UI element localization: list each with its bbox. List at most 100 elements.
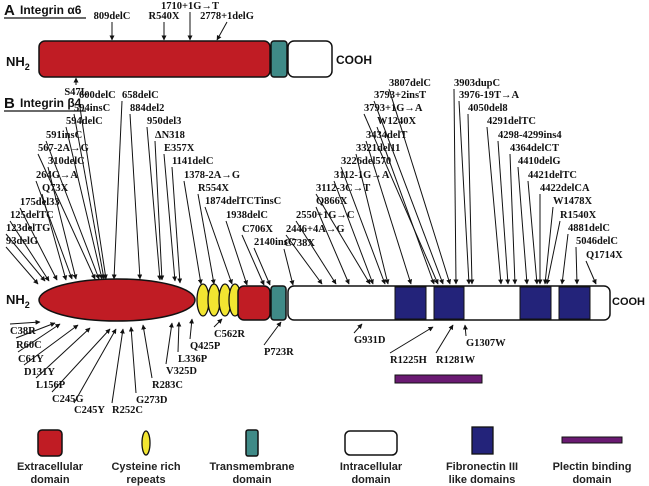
b4-mutation-above-22-label: C706X bbox=[242, 224, 273, 235]
legend-intracellular-line1: Intracellular bbox=[340, 461, 403, 473]
b4-mutation-above-12-arrow bbox=[111, 100, 123, 280]
b4-mutation-below-12-label: Q425P bbox=[190, 341, 221, 352]
cysteine-repeat-1 bbox=[196, 283, 210, 317]
b4-mutation-above-14-arrow bbox=[146, 126, 163, 281]
b4-mutation-below-17-label: R1281W bbox=[436, 355, 476, 366]
b4-mutation-above-3-label: 175del33 bbox=[20, 197, 60, 208]
b4-mutation-above-29-arrow bbox=[333, 180, 374, 285]
legend-plectin-line1: Plectin binding bbox=[553, 461, 632, 473]
b4-mutation-above-13-arrow bbox=[129, 113, 143, 280]
a6-mutation-below-0-label: S47L bbox=[64, 87, 87, 98]
b4-mutation-above-18-label: 1378-2A→G bbox=[184, 170, 240, 181]
panel-a-nterm: NH2 bbox=[6, 54, 30, 72]
legend-swatch-intracellular bbox=[344, 430, 398, 456]
b4-mutation-below-1-arrow bbox=[15, 322, 56, 339]
panel-b-title: Integrin β4 bbox=[20, 96, 82, 110]
cysteine-repeat-2 bbox=[207, 283, 221, 317]
b4-mutation-above-21-arrow bbox=[225, 220, 248, 286]
b4-mutation-above-31-arrow bbox=[355, 153, 390, 285]
b4-mutation-above-38-arrow bbox=[458, 100, 472, 285]
b4-mutation-above-20-label: 1874delTCTinsC bbox=[205, 196, 281, 207]
b4-mutation-above-24-label: C738X bbox=[284, 238, 315, 249]
fibronectin-domain-1 bbox=[394, 286, 427, 320]
a6-mutation-1-label: R540X bbox=[149, 11, 180, 22]
b4-mutation-above-10-label: 594insC bbox=[74, 103, 110, 114]
b4-mutation-above-9-label: 594delC bbox=[66, 116, 103, 127]
b4-mutation-below-15-label: G931D bbox=[354, 335, 386, 346]
b4-mutation-above-16-arrow bbox=[163, 153, 178, 282]
b4-mutation-above-15-label: ΔN318 bbox=[155, 130, 185, 141]
legend-swatch-extracellular bbox=[37, 429, 63, 457]
b4-mutation-above-27-arrow bbox=[315, 206, 350, 285]
panel-b: B Integrin β4 NH2 COOH 93delG123delTG125… bbox=[4, 78, 645, 416]
b4-mutation-above-2-arrow bbox=[9, 220, 50, 282]
b4-mutation-above-21-label: 1938delC bbox=[226, 210, 268, 221]
b4-mutation-above-43-label: 4410delG bbox=[518, 156, 561, 167]
b4-mutation-above-35-arrow bbox=[373, 100, 444, 285]
b4-mutation-above-37-label: 3903dupC bbox=[454, 78, 500, 89]
b4-mutation-above-48-label: 4881delC bbox=[568, 223, 610, 234]
b4-mutation-below-13-arrow bbox=[213, 318, 223, 328]
b4-mutation-above-44-label: 4421delTC bbox=[528, 170, 577, 181]
b4-mutation-above-41-label: 4298-4299ins4 bbox=[498, 130, 562, 141]
b4-mutation-below-6-arrow bbox=[73, 328, 117, 404]
b4-mutation-above-17-label: 1141delC bbox=[172, 156, 213, 167]
b4-mutation-above-11-label: 600delC bbox=[79, 90, 116, 101]
b4-mutation-above-0-label: 93delG bbox=[6, 236, 38, 247]
b4-mutation-above-33-arrow bbox=[376, 126, 435, 285]
b4-mutation-above-8-label: 591insC bbox=[46, 130, 82, 141]
b4-mutation-below-10-label: V325D bbox=[166, 366, 197, 377]
b4-mutation-above-19-arrow bbox=[197, 193, 216, 285]
a6-mutation-0-label: 809delC bbox=[94, 11, 131, 22]
legend-extracellular-line2: domain bbox=[30, 474, 69, 486]
fibronectin-domain-3 bbox=[519, 286, 552, 320]
b4-mutation-above-30-label: 3226del570 bbox=[341, 156, 391, 167]
b4-mutation-below-18-label: G1307W bbox=[466, 338, 506, 349]
b4-mutation-above-40-arrow bbox=[486, 126, 504, 285]
b4-mutation-below-9-label: R283C bbox=[152, 380, 183, 391]
b4-mutation-above-11-arrow bbox=[78, 100, 108, 280]
b4-mutation-above-36-arrow bbox=[388, 88, 452, 285]
b4-mutation-above-10-arrow bbox=[73, 113, 106, 280]
b4-mutation-below-10-arrow bbox=[165, 322, 174, 365]
b4-mutation-below-7-arrow bbox=[111, 328, 125, 404]
legend-swatch-fibronectin bbox=[471, 426, 494, 455]
b4-mutation-above-27-label: Q866X bbox=[316, 196, 348, 207]
b4-mutation-above-9-arrow bbox=[65, 126, 104, 280]
b4-mutation-below-8-arrow bbox=[128, 326, 137, 394]
b4-mutation-above-38-label: 3976-19T→A bbox=[459, 90, 520, 101]
a6-transmembrane-domain bbox=[270, 40, 288, 78]
b4-mutation-above-14-label: 950del3 bbox=[147, 116, 181, 127]
b4-mutation-above-1-arrow bbox=[5, 233, 46, 282]
a6-mutation-3-label: 2778+1delG bbox=[200, 11, 254, 22]
legend-cysteine-line2: repeats bbox=[126, 474, 165, 486]
b4-mutation-below-1-label: R60C bbox=[16, 340, 42, 351]
b4-mutation-below-5-label: C245G bbox=[52, 394, 84, 405]
b4-mutation-above-18-arrow bbox=[183, 180, 203, 285]
b4-mutation-above-49-label: 5046delC bbox=[576, 236, 618, 247]
legend-intracellular-line2: domain bbox=[351, 474, 390, 486]
a6-mutation-2-label: 1710+1G→T bbox=[161, 1, 219, 12]
b4-mutation-below-2-arrow bbox=[17, 323, 61, 353]
b4-mutation-above-47-arrow bbox=[545, 220, 561, 285]
b4-transmembrane-domain bbox=[270, 285, 287, 321]
b4-mutation-above-45-label: 4422delCA bbox=[540, 183, 590, 194]
b4-mutation-above-25-arrow bbox=[285, 234, 323, 285]
b4-mutation-above-49-arrow bbox=[574, 246, 580, 285]
b4-mutation-above-47-label: R1540X bbox=[560, 210, 597, 221]
b4-mutation-below-0-label: C38R bbox=[10, 326, 36, 337]
plectin-binding-bar bbox=[394, 374, 483, 384]
b4-extracellular-stalk bbox=[237, 285, 271, 321]
b4-mutation-above-41-arrow bbox=[497, 140, 511, 285]
b4-mutation-above-5-label: 264G→A bbox=[36, 170, 78, 181]
legend-plectin-line2: domain bbox=[572, 474, 611, 486]
b4-mutation-above-36-label: 3807delC bbox=[389, 78, 431, 89]
b4-mutation-above-19-label: R554X bbox=[198, 183, 229, 194]
b4-mutation-below-4-label: L156P bbox=[36, 380, 66, 391]
fibronectin-domain-2 bbox=[433, 286, 465, 320]
b4-mutation-above-13-label: 884del2 bbox=[130, 103, 164, 114]
panel-b-cterm: COOH bbox=[612, 296, 645, 308]
b4-mutation-below-3-label: D131Y bbox=[24, 367, 55, 378]
